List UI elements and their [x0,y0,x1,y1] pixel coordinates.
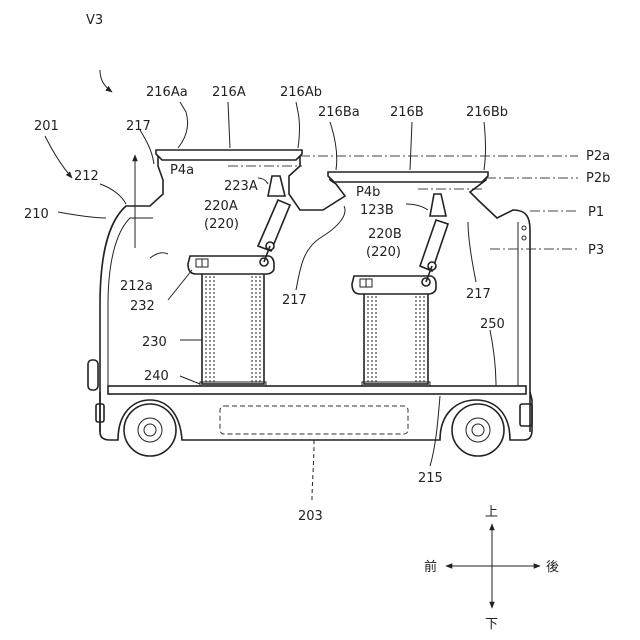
label-plane-P2b: P2b [586,171,610,186]
pad-216B [328,172,488,182]
battery [220,406,408,434]
label-pad-216B: 216B [390,105,424,120]
rear-detail-bottom [522,236,526,240]
label-figure-ref: V3 [86,13,103,28]
label-body: 210 [24,207,49,222]
unit-220B [352,194,448,384]
label-base-240: 240 [144,369,169,384]
label-unit-220B: 220B [368,227,402,242]
label-pad-216A: 216A [212,85,246,100]
label-unit-220A: 220A [204,199,238,214]
floor-plate [108,386,526,394]
label-arm-123B: 123B [360,203,394,218]
side-bump [88,360,98,390]
arm-223A [258,176,290,266]
label-unit-220B-group: (220) [366,245,401,260]
label-plane-P1: P1 [588,205,604,220]
label-battery-203: 203 [298,509,323,524]
rear-detail-top [522,226,526,230]
pad-216A [156,150,302,160]
label-point-P4b: P4b [356,185,380,200]
label-pad-216Ba: 216Ba [318,105,360,120]
reference-labels: V3 201 212 210 217 216Aa 216A 216Ab 216B… [24,13,610,524]
rear-wheel [452,404,504,456]
label-roof-edge: 212a [120,279,153,294]
label-connector-217-right: 217 [466,287,491,302]
label-floor-215: 215 [418,471,443,486]
direction-down-label: 下 [485,617,498,632]
label-connector-217-top: 217 [126,119,151,134]
label-vehicle: 201 [34,119,59,134]
label-seat-232: 232 [130,299,155,314]
label-pad-216Aa: 216Aa [146,85,188,100]
direction-rear-label: 後 [546,560,559,575]
label-floor-250: 250 [480,317,505,332]
label-arm-223A: 223A [224,179,258,194]
label-plane-P3: P3 [588,243,604,258]
label-column-230: 230 [142,335,167,350]
label-unit-220A-group: (220) [204,217,239,232]
label-plane-P2a: P2a [586,149,610,164]
label-roof-front: 212 [74,169,99,184]
label-pad-216Ab: 216Ab [280,85,322,100]
label-point-P4a: P4a [170,163,194,178]
lower-body [100,392,532,440]
front-wheel [124,404,176,456]
direction-compass: 上 下 前 後 [424,505,559,632]
label-pad-216Bb: 216Bb [466,105,508,120]
label-connector-217-mid: 217 [282,293,307,308]
direction-front-label: 前 [424,559,437,575]
direction-up-label: 上 [485,505,498,520]
